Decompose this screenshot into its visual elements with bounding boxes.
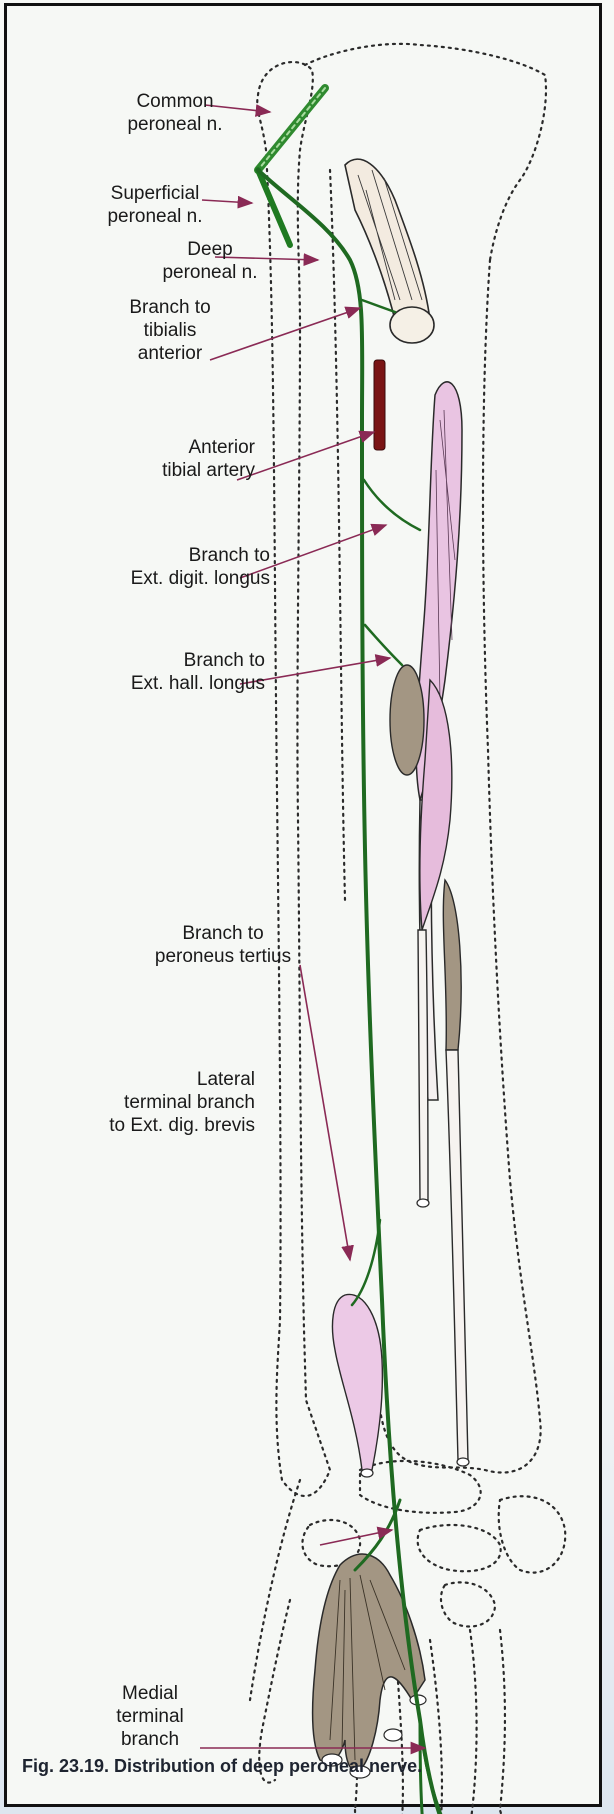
label-common-peroneal: Common peroneal n. (115, 90, 235, 136)
label-branch-peroneus-tertius: Branch to peroneus tertius (128, 922, 318, 968)
calcaneus-outline (499, 1496, 566, 1572)
pointer-artery (237, 432, 374, 480)
metatarsal-5 (262, 1600, 290, 1730)
label-branch-ehl: Branch to Ext. hall. longus (90, 649, 265, 695)
tibia-medial-outline (330, 170, 345, 900)
label-branch-tibialis: Branch to tibialis anterior (110, 296, 230, 365)
metatarsal-1 (468, 1630, 477, 1814)
anterior-tibial-artery (374, 360, 385, 450)
peroneus-tertius-muscle (332, 1294, 382, 1477)
talus-outline (360, 1461, 481, 1513)
label-superficial-peroneal: Superficial peroneal n. (80, 182, 230, 228)
label-lateral-terminal: Lateral terminal branch to Ext. dig. bre… (55, 1068, 255, 1137)
tibia-head-outline (305, 44, 546, 260)
fibula-outline (257, 62, 330, 1496)
tibialis-anterior-upper (345, 159, 434, 343)
foot-lateral-edge (250, 1480, 300, 1700)
toe-1 (468, 1810, 513, 1814)
metatarsal-1b (500, 1630, 505, 1810)
branch-peroneus-tertius (352, 1220, 380, 1305)
toe-4 (355, 1810, 372, 1814)
extensor-digitorum-brevis (313, 1554, 426, 1778)
pointer-tibialis (210, 308, 360, 360)
superficial-peroneal-nerve (258, 170, 290, 245)
label-medial-terminal: Medial terminal branch (95, 1682, 205, 1751)
pointer-peroneus-tertius (300, 965, 350, 1260)
label-branch-edl: Branch to Ext. digit. longus (85, 544, 270, 590)
label-deep-peroneal: Deep peroneal n. (155, 238, 265, 284)
navicular-outline (418, 1525, 501, 1571)
cuneiform-outline (441, 1582, 495, 1626)
figure-caption: Fig. 23.19. Distribution of deep peronea… (22, 1756, 592, 1777)
label-anterior-tibial-artery: Anterior tibial artery (130, 436, 255, 482)
branch-ext-digit-longus (364, 480, 420, 530)
